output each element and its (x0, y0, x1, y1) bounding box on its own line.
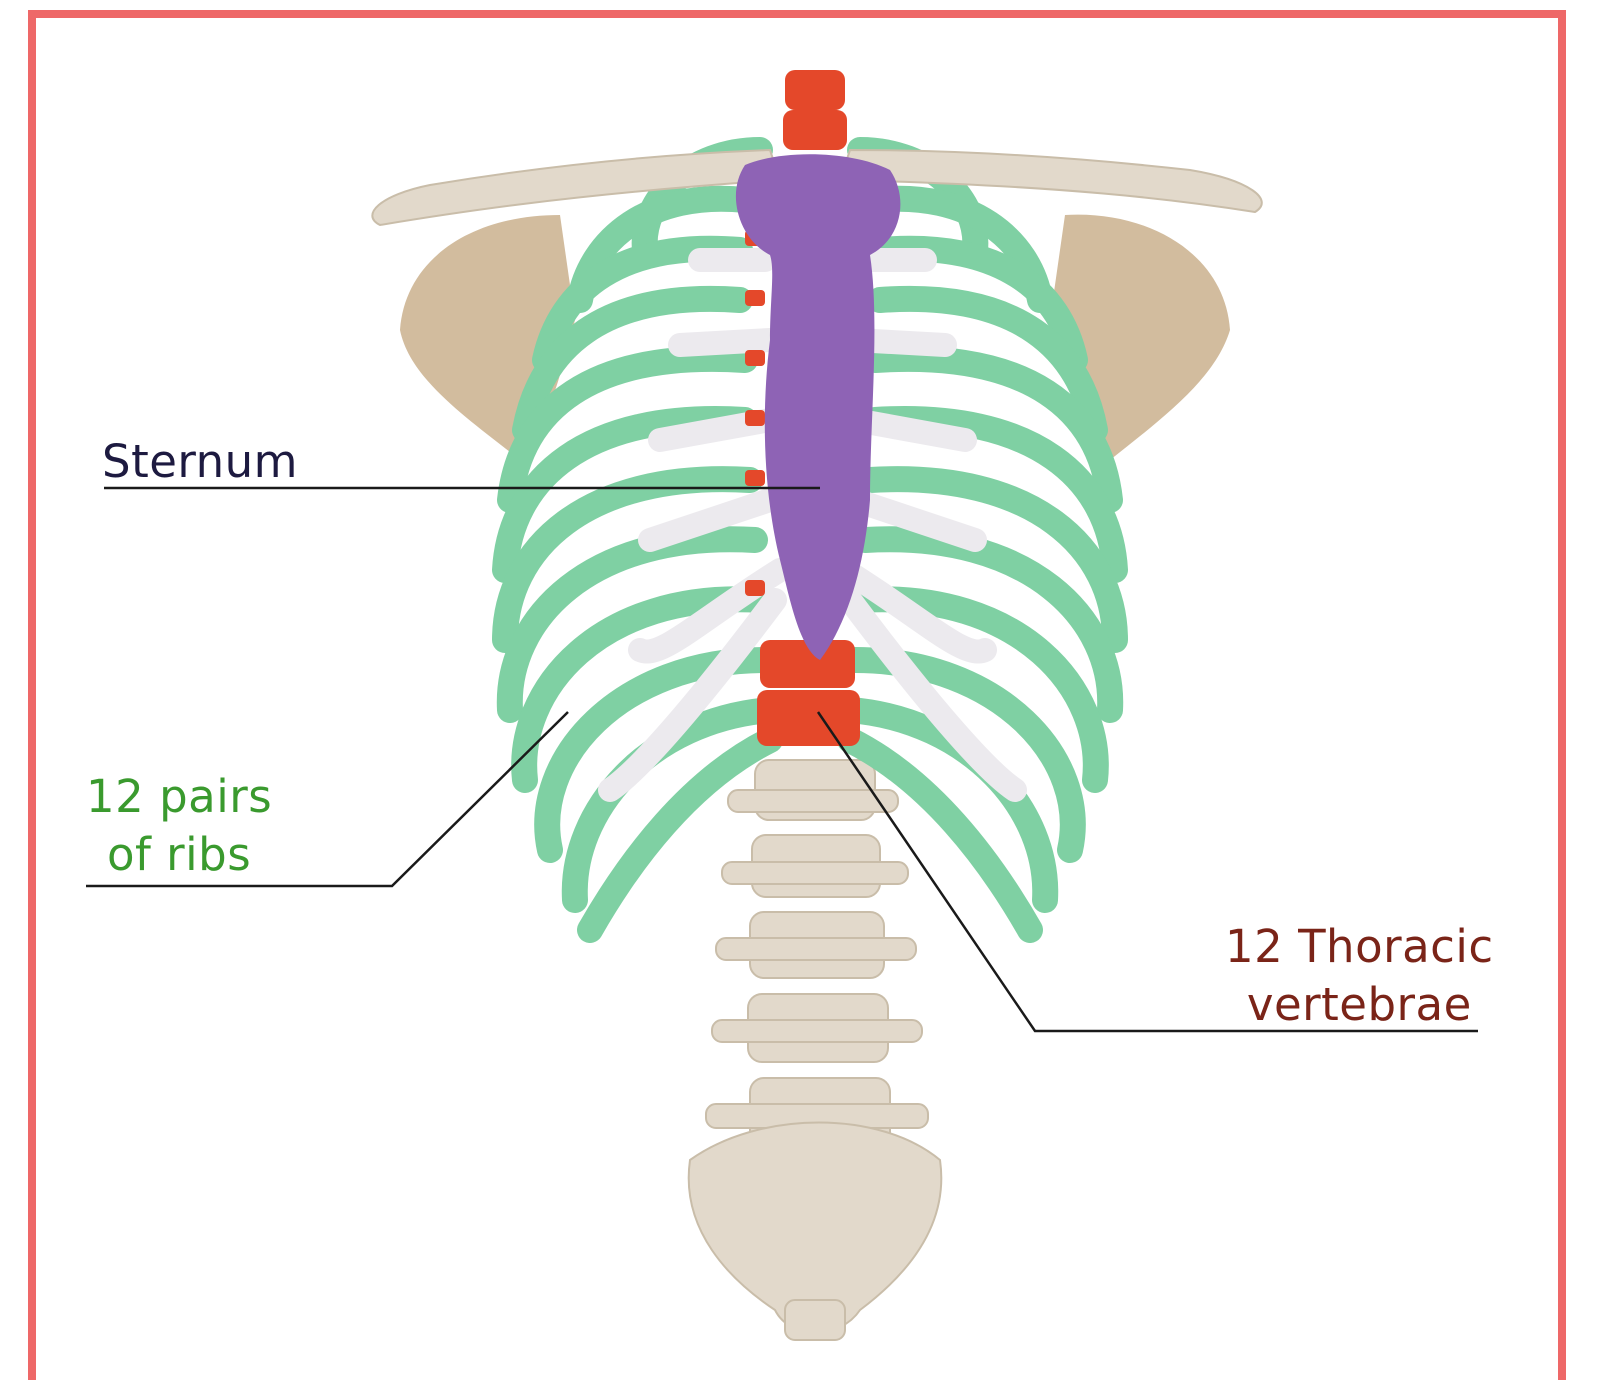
lumbar-spine (689, 760, 942, 1340)
thoracic-vertebrae-label: 12 Thoracic vertebrae (1225, 918, 1494, 1034)
vertebrae-label-line2: vertebrae (1225, 976, 1494, 1034)
ribs-label: 12 pairs of ribs (86, 768, 272, 884)
sternum-label: Sternum (102, 433, 298, 491)
ribs-label-line1: 12 pairs (86, 768, 272, 826)
vertebrae-label-line1: 12 Thoracic (1225, 918, 1494, 976)
ribs-label-line2: of ribs (86, 826, 272, 884)
